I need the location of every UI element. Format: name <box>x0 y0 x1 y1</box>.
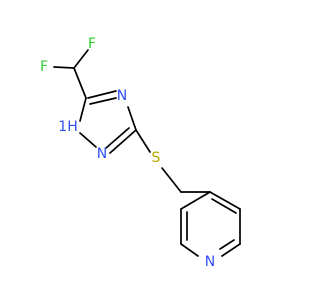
pyridine-nitrogen-label: N <box>205 254 215 270</box>
bond-c3-n2 <box>109 129 137 154</box>
bond-c5-n4 <box>87 90 117 99</box>
bond-py-n-c2 <box>180 243 199 257</box>
background <box>0 0 300 300</box>
nitrogen-atom-label: N <box>97 146 107 162</box>
nitrogen-atom-label: N <box>117 88 127 104</box>
nh-atom-label: 1H <box>58 119 77 135</box>
fluorine-atom-label: F <box>88 36 96 52</box>
atom-label-layer: F F N 1H N S N <box>40 36 215 270</box>
bond-py-c5-c6 <box>221 243 241 257</box>
bond-py-c3-ring <box>180 191 211 210</box>
bond-n2-n1 <box>79 132 97 148</box>
bond-c3-n2-double <box>105 127 130 149</box>
bond-c-f2 <box>53 66 75 69</box>
sulfur-atom-label: S <box>152 150 161 166</box>
bond-chf2-ring <box>73 67 87 99</box>
bond-s-ch2 <box>161 167 182 193</box>
bond-py-c3-c4 <box>209 191 241 210</box>
bond-py-c5-c6-double <box>219 239 235 250</box>
bond-layer <box>53 49 241 257</box>
bond-c3-s <box>135 129 151 153</box>
bond-c-f1 <box>73 49 89 69</box>
molecule-structure: F F N 1H N S N <box>0 0 300 300</box>
bond-n1-c5 <box>79 97 87 122</box>
bond-py-c3-c4-double <box>211 198 237 214</box>
bond-n4-c3 <box>127 106 137 131</box>
fluorine-atom-label: F <box>40 59 48 75</box>
bond-c5-n4-double <box>89 97 117 105</box>
